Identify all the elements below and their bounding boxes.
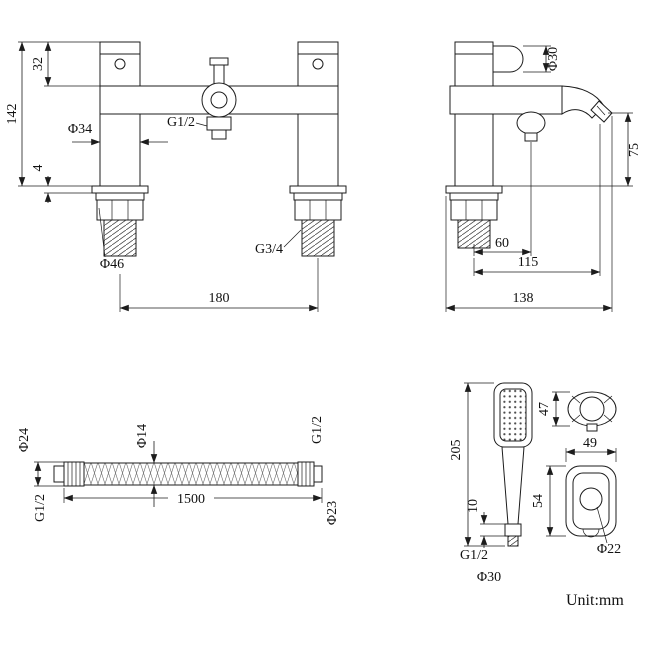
- dim-label-phi22: Φ22: [597, 542, 621, 557]
- dim-label-10: 10: [466, 499, 481, 513]
- bracket-top-view: [567, 391, 617, 432]
- dim-label-phi24: Φ24: [17, 428, 32, 452]
- hose-left-fitting: [53, 461, 85, 487]
- dim-label-phi14: Φ14: [135, 424, 150, 448]
- dim-label-phi30: Φ30: [546, 47, 561, 71]
- dim-handset-length: 205: [449, 382, 505, 547]
- label-bracket-hole: Φ22: [596, 506, 621, 557]
- dim-plate-thickness: 4: [31, 165, 92, 203]
- dim-label-54: 54: [531, 494, 546, 508]
- dim-label-142: 142: [5, 104, 20, 125]
- spray-face: [499, 388, 527, 442]
- handle-index-icon: [312, 58, 324, 70]
- lever-handle: [492, 45, 524, 73]
- dim-overall-depth: 138: [445, 116, 613, 312]
- threaded-tail: [103, 219, 137, 257]
- dim-label-32: 32: [31, 57, 46, 71]
- dim-label-47: 47: [537, 402, 552, 416]
- right-base-assembly: [289, 185, 347, 257]
- dim-connector-length: 10: [466, 499, 508, 548]
- dim-bracket-height: 54: [531, 465, 566, 537]
- dim-hose-nut-left: Φ24: [17, 428, 64, 487]
- front-view: 142 32 4 Φ34 G1/2 Φ46 G3/4: [5, 41, 347, 312]
- dim-label-g12-handset: G1/2: [460, 548, 488, 563]
- dim-label-phi46: Φ46: [100, 257, 124, 272]
- diverter-assembly: [201, 57, 237, 140]
- label-inlet-thread: G3/4: [255, 229, 302, 257]
- dim-label-180: 180: [209, 291, 230, 306]
- dim-bracket-depth: 47: [537, 391, 570, 427]
- dim-upper-height: 32: [31, 41, 100, 87]
- dim-label-4: 4: [31, 165, 46, 172]
- bracket-front-view: [565, 465, 617, 538]
- dim-label-phi30-handset: Φ30: [477, 570, 501, 585]
- hose-view: Φ24 G1/2 Φ14 1500 G1/2 Φ23: [17, 416, 340, 525]
- dim-label-g12-right: G1/2: [310, 416, 325, 444]
- label-outlet-thread: G1/2: [167, 115, 208, 130]
- bracket-hole: [579, 487, 603, 511]
- threaded-tail: [301, 219, 335, 257]
- dim-hose-diameter: Φ14: [135, 424, 158, 507]
- dim-centre-distance: 180: [119, 258, 319, 312]
- bracket-views: 47 49 54 Φ22: [531, 391, 621, 557]
- handset-thread: [507, 535, 519, 547]
- hose-body: [83, 462, 299, 486]
- dim-label-138: 138: [513, 291, 534, 306]
- dim-hose-length: 1500: [63, 488, 323, 507]
- side-view: Φ30 75 60 115 138: [445, 41, 642, 312]
- dim-label-g12: G1/2: [167, 115, 195, 130]
- dim-bracket-width: 49: [565, 436, 617, 462]
- dim-label-1500: 1500: [177, 492, 205, 507]
- label-base-diameter: Φ46: [98, 207, 124, 272]
- dim-label-g12-left: G1/2: [33, 494, 48, 522]
- dim-label-phi34: Φ34: [68, 122, 92, 137]
- dim-label-g34: G3/4: [255, 242, 283, 257]
- dim-label-205: 205: [449, 440, 464, 461]
- hose-right-fitting: [297, 461, 323, 487]
- dim-total-height: 142: [5, 41, 100, 187]
- dim-label-75: 75: [627, 143, 642, 157]
- dim-label-115: 115: [518, 255, 538, 270]
- left-base-assembly: [91, 185, 149, 257]
- dim-label-60: 60: [495, 236, 509, 251]
- dim-label-49: 49: [583, 436, 597, 451]
- diverter-side-knob: [516, 111, 546, 135]
- handset-view: 205 10 G1/2 Φ30: [449, 382, 533, 585]
- threaded-tail: [457, 219, 491, 249]
- dim-outlet-offset: 60: [473, 142, 532, 256]
- body-and-spout: [449, 85, 613, 142]
- handset-connector: [504, 523, 522, 537]
- dim-spout-reach: 115: [473, 124, 601, 276]
- handle-index-icon: [114, 58, 126, 70]
- unit-label: Unit:mm: [566, 592, 624, 609]
- handset-handle: [501, 446, 525, 525]
- dim-label-phi23: Φ23: [325, 501, 340, 525]
- dim-body-diameter: Φ34: [68, 122, 168, 146]
- dim-handle-diameter: Φ30: [523, 45, 561, 73]
- dim-spout-height: 75: [502, 112, 642, 187]
- base-assembly-side: [445, 185, 503, 249]
